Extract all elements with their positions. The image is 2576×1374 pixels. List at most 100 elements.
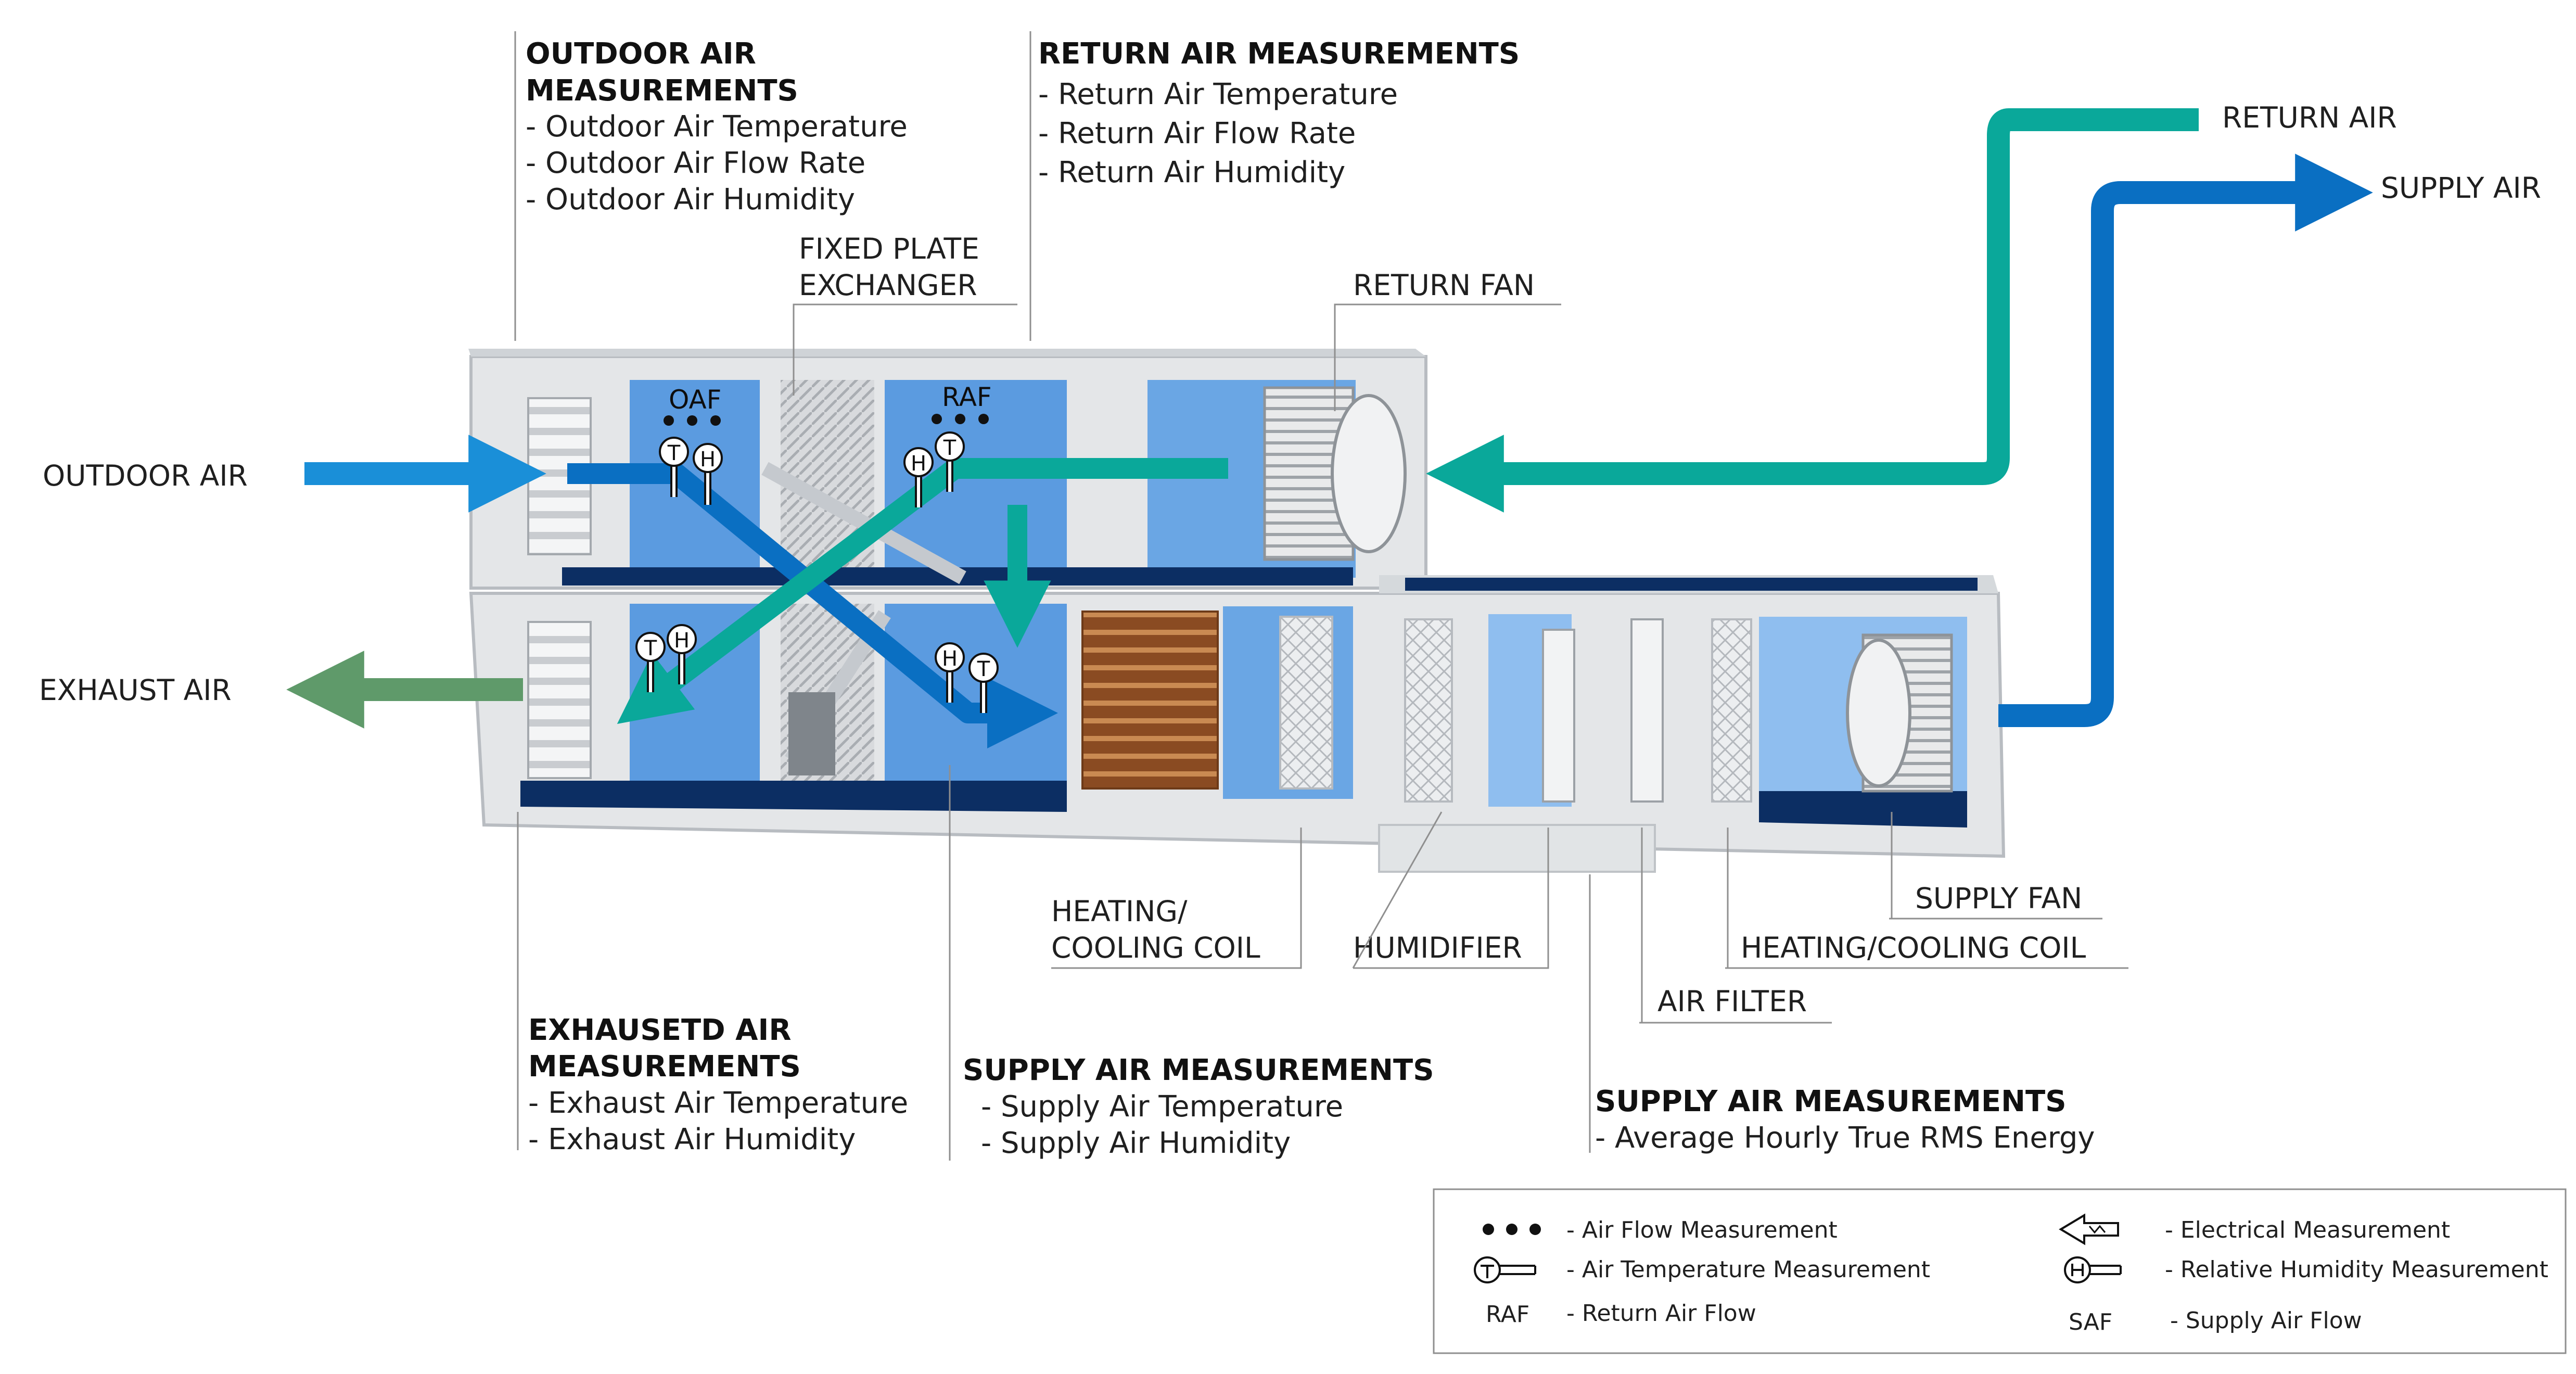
svg-text:MEASUREMENTS: MEASUREMENTS <box>526 74 798 108</box>
oaf-tag: OAF <box>669 385 721 415</box>
filter-bank <box>1630 618 1664 803</box>
svg-text:- Supply Air Temperature: - Supply Air Temperature <box>981 1090 1343 1124</box>
legend-electrical: - Electrical Measurement <box>2165 1217 2450 1243</box>
svg-text:- Average Hourly True RMS Ener: - Average Hourly True RMS Energy <box>1595 1121 2095 1155</box>
coil-brown <box>1081 610 1219 790</box>
svg-text:COOLING COIL: COOLING COIL <box>1051 931 1260 964</box>
return-air-measurements: RETURN AIR MEASUREMENTS - Return Air Tem… <box>1029 31 1520 341</box>
humidifier-base <box>1378 824 1656 873</box>
legend-raf-symbol: RAF <box>1486 1301 1529 1328</box>
svg-text:H: H <box>911 452 926 476</box>
outdoor-air-measurements: OUTDOOR AIR MEASUREMENTS - Outdoor Air T… <box>514 31 908 341</box>
svg-text:EXCHANGER: EXCHANGER <box>799 269 977 302</box>
exchanger-panel <box>788 692 835 775</box>
legend: - Air Flow Measurement - Air Temperature… <box>1433 1188 2567 1354</box>
air-flows <box>286 108 2373 749</box>
svg-text:EXHAUSETD AIR: EXHAUSETD AIR <box>528 1013 791 1047</box>
svg-text:RETURN FAN: RETURN FAN <box>1353 269 1535 302</box>
air-filter-label: AIR FILTER <box>1639 828 1832 1024</box>
outdoor-to-supply-flow <box>567 463 1059 749</box>
floor-lower-left <box>520 781 1067 812</box>
return-to-exhaust-flow <box>617 458 1228 724</box>
svg-text:- Outdoor Air Temperature: - Outdoor Air Temperature <box>526 110 908 144</box>
svg-text:- Return Air Temperature: - Return Air Temperature <box>1038 78 1398 111</box>
exhaust-air-measurements: EXHAUSETD AIR MEASUREMENTS - Exhaust Air… <box>517 812 908 1156</box>
legend-saf-symbol: SAF <box>2069 1309 2112 1335</box>
supply-air-path <box>1998 154 2373 727</box>
sensors: OAF RAF T H H T <box>635 382 999 713</box>
sa-temperature-sensor: T <box>968 653 999 713</box>
return-fan <box>1263 386 1407 561</box>
humidifier-rack <box>1542 629 1575 803</box>
supply-chamber <box>885 604 1067 781</box>
heating-cooling-coil-right-label: HEATING/COOLING COIL <box>1725 828 2128 969</box>
svg-text:H: H <box>700 448 716 472</box>
exchanger-diagonal-upper <box>761 462 966 584</box>
floor-right-top <box>1405 578 1978 591</box>
humidifier-pad <box>1404 618 1453 803</box>
temperature-symbol <box>1474 1256 1536 1283</box>
svg-text:- Exhaust Air Humidity: - Exhaust Air Humidity <box>528 1123 856 1156</box>
svg-text:T: T <box>943 436 957 460</box>
svg-text:SUPPLY FAN: SUPPLY FAN <box>1915 882 2082 915</box>
humidifier-label: HUMIDIFIER <box>1352 811 1549 969</box>
svg-text:AIR FILTER: AIR FILTER <box>1657 985 1807 1018</box>
raf-flow-dots <box>932 414 989 424</box>
svg-text:- Exhaust Air Temperature: - Exhaust Air Temperature <box>528 1086 908 1120</box>
legend-humidity: - Relative Humidity Measurement <box>2165 1256 2548 1283</box>
svg-text:HEATING/: HEATING/ <box>1051 895 1188 928</box>
svg-text:- Return Air Humidity: - Return Air Humidity <box>1038 156 1345 189</box>
svg-text:- Outdoor Air Humidity: - Outdoor Air Humidity <box>526 183 855 217</box>
legend-box <box>1433 1188 2567 1354</box>
svg-text:OUTDOOR AIR: OUTDOOR AIR <box>526 37 756 71</box>
svg-text:HEATING/COOLING COIL: HEATING/COOLING COIL <box>1741 931 2086 964</box>
svg-text:T: T <box>667 441 681 465</box>
legend-saf: - Supply Air Flow <box>2170 1307 2362 1334</box>
legend-air-flow: - Air Flow Measurement <box>1566 1217 1838 1243</box>
ea-temperature-sensor: T <box>635 632 666 692</box>
air-flow-symbol <box>1483 1224 1541 1235</box>
svg-text:MEASUREMENTS: MEASUREMENTS <box>528 1050 801 1084</box>
oaf-flow-dots <box>664 415 721 426</box>
exhaust-air-label: EXHAUST AIR <box>39 673 232 707</box>
exhaust-louver <box>527 621 592 779</box>
svg-text:H: H <box>942 647 958 671</box>
svg-text:- Supply Air Humidity: - Supply Air Humidity <box>981 1126 1291 1160</box>
upper-casing-top <box>468 349 1426 357</box>
oa-humidity-sensor: H <box>693 443 723 505</box>
coil-right <box>1711 618 1752 803</box>
ra-temperature-sensor: T <box>935 431 965 492</box>
svg-text:SUPPLY AIR MEASUREMENTS: SUPPLY AIR MEASUREMENTS <box>1595 1085 2067 1118</box>
svg-text:HUMIDIFIER: HUMIDIFIER <box>1353 931 1522 964</box>
raf-tag: RAF <box>942 382 992 412</box>
svg-text:- Return Air Flow Rate: - Return Air Flow Rate <box>1038 117 1356 150</box>
fixed-plate-exchanger-label: FIXED PLATE EXCHANGER <box>793 232 1017 396</box>
humidity-symbol <box>2064 1256 2122 1283</box>
coil-filter <box>1279 616 1333 790</box>
supply-fan-label: SUPPLY FAN <box>1889 812 2102 920</box>
return-air-label: RETURN AIR <box>2222 101 2397 134</box>
electrical-symbol <box>2059 1213 2119 1245</box>
legend-raf: - Return Air Flow <box>1566 1300 1756 1327</box>
heating-cooling-coil-left-label: HEATING/ COOLING COIL <box>1051 828 1302 969</box>
supply-fan <box>1846 633 1953 793</box>
svg-text:RETURN AIR MEASUREMENTS: RETURN AIR MEASUREMENTS <box>1038 37 1520 71</box>
return-fan-label: RETURN FAN <box>1334 269 1561 411</box>
svg-text:H: H <box>674 629 690 653</box>
sa-humidity-sensor: H <box>935 642 965 703</box>
svg-text:T: T <box>977 657 990 681</box>
svg-text:FIXED PLATE: FIXED PLATE <box>799 232 979 265</box>
ahu-unit <box>468 349 2006 873</box>
return-air-path <box>1426 108 2199 513</box>
supply-air-energy-measurements: SUPPLY AIR MEASUREMENTS - Average Hourly… <box>1589 874 2095 1155</box>
svg-text:- Outdoor Air Flow Rate: - Outdoor Air Flow Rate <box>526 146 865 180</box>
svg-text:T: T <box>644 637 657 660</box>
floor-lower-right <box>1759 791 1967 828</box>
supply-air-measurements: SUPPLY AIR MEASUREMENTS - Supply Air Tem… <box>949 765 1434 1161</box>
supply-air-label: SUPPLY AIR <box>2381 171 2541 205</box>
legend-air-temperature: - Air Temperature Measurement <box>1566 1256 1930 1283</box>
svg-text:SUPPLY AIR MEASUREMENTS: SUPPLY AIR MEASUREMENTS <box>963 1053 1434 1087</box>
ra-humidity-sensor: H <box>903 447 934 507</box>
oa-temperature-sensor: T <box>659 437 689 497</box>
